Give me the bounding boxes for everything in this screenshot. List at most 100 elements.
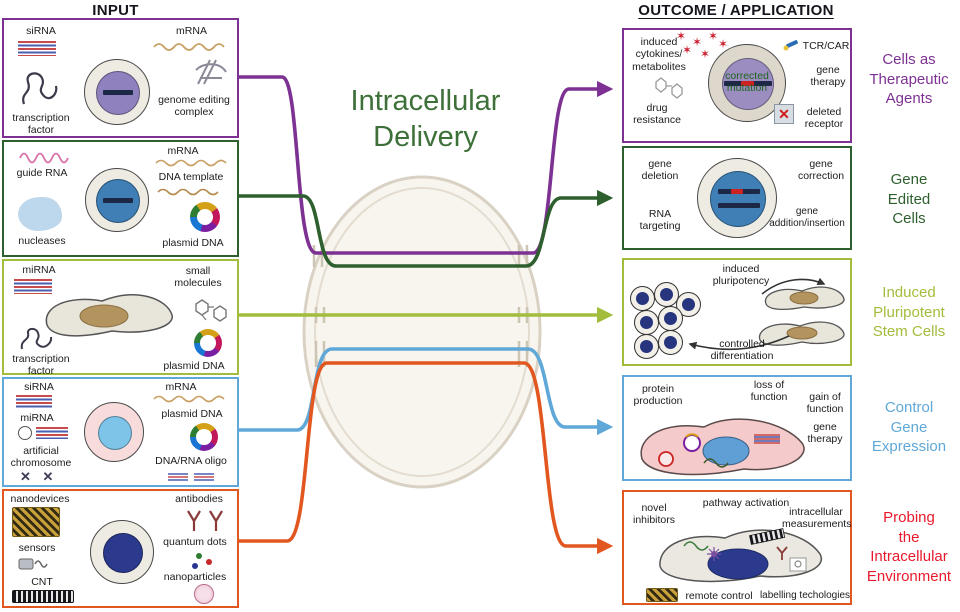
fibroblast-cell-icon <box>45 294 173 337</box>
arrow-gene-expression <box>239 347 614 436</box>
cytokine-star-icon: ✶ <box>692 35 703 49</box>
label-sensors: sensors <box>18 542 56 554</box>
side-label-induced-pluripotent-stem-cells: Induced Pluripotent Stem Cells <box>872 284 946 340</box>
cytokine-star-icon: ✶ <box>700 47 711 61</box>
label-artificial-chromosome: artificial chromosome <box>10 445 72 470</box>
cell-icon <box>84 59 150 125</box>
label-plasmid-dna: plasmid DNA <box>163 360 225 372</box>
side-label-control-gene-expression: Control Gene Expression <box>871 399 947 455</box>
label-corrected-mutation: corrected mutation <box>725 70 769 95</box>
label-nanodevices: nanodevices <box>10 493 70 505</box>
label-protein-production: protein production <box>633 383 683 408</box>
plasmid-dna-icon <box>194 329 222 357</box>
label-guide-rna: guide RNA <box>16 167 68 179</box>
tcr-car-icon <box>783 39 798 51</box>
input-box-gene-expression: siRNA miRNA artificial chromosome ✕ ✕ mR… <box>2 377 239 487</box>
label-gene-therapy: gene therapy <box>810 64 846 89</box>
dna-template-icon <box>157 188 219 196</box>
arrow-gene-edited <box>239 189 614 268</box>
label-antibodies: antibodies <box>175 493 223 505</box>
label-gene-correction: gene correction <box>797 158 845 183</box>
chromosome-band-icon <box>718 203 760 208</box>
label-novel-inhibitors: novel inhibitors <box>632 502 676 527</box>
label-gene-deletion: gene deletion <box>641 158 679 183</box>
cytokine-star-icon: ✶ <box>676 29 687 43</box>
cell-icon <box>84 402 144 462</box>
cnt-icon <box>12 590 74 603</box>
label-cnt: CNT <box>31 576 53 588</box>
input-box-gene-edited-cells: guide RNA nucleases mRNA DNA template pl… <box>2 140 239 257</box>
label-controlled-differentiation: controlled differentiation <box>710 338 774 363</box>
side-label-gene-edited-cells: Gene Edited Cells <box>887 171 931 227</box>
corrected-segment-icon <box>741 81 754 86</box>
pluripotency-cycle-arrows <box>688 277 826 350</box>
outcome-box-ipsc: induced pluripotency controlled differen… <box>622 258 852 366</box>
sirna-icon <box>16 395 52 408</box>
nanoparticle-icon <box>194 584 214 604</box>
mrna-icon <box>155 159 227 167</box>
label-transcription-factor: transcription factor <box>12 353 70 378</box>
label-induced-pluripotency: induced pluripotency <box>712 263 770 288</box>
label-plasmid-dna: plasmid DNA <box>161 408 223 420</box>
probed-cell-icon <box>659 528 823 583</box>
drug-molecule-icon <box>655 77 683 99</box>
input-header: INPUT <box>92 2 139 19</box>
mrna-icon <box>153 395 225 403</box>
sirna-icon <box>18 41 56 56</box>
label-mirna: miRNA <box>20 412 54 424</box>
label-mrna: mRNA <box>167 145 199 157</box>
label-mrna: mRNA <box>165 381 197 393</box>
remote-device-icon <box>646 588 678 602</box>
input-box-cells-as-therapeutic-agents: siRNA transcription factor mRNA genome e… <box>2 18 239 138</box>
quantum-dot-icon <box>192 563 198 569</box>
label-labelling-technologies: labelling techologies <box>759 590 851 601</box>
label-nucleases: nucleases <box>18 235 66 247</box>
outcome-header: OUTCOME / APPLICATION <box>638 2 834 19</box>
transcription-factor-icon <box>22 72 58 105</box>
mrna-icon <box>153 43 225 51</box>
cell-icon <box>90 520 154 584</box>
label-rna-targeting: RNA targeting <box>639 208 681 233</box>
cell-icon <box>697 158 777 238</box>
plasmid-dna-icon <box>190 202 220 232</box>
label-deleted-receptor: deleted receptor <box>804 106 844 131</box>
label-induced-cytokines: induced cytokines/ metabolites <box>632 36 686 73</box>
mirna-icon <box>14 279 52 294</box>
side-label-cells-as-therapeutic-agents: Cells as Therapeutic Agents <box>869 51 949 107</box>
label-intracellular-measurements: intracellular measurements <box>782 506 852 531</box>
label-gene-therapy: gene therapy <box>807 421 843 446</box>
expressing-cell-icon <box>640 418 805 476</box>
stem-cell-icon <box>658 330 683 355</box>
cytokine-star-icon: ✶ <box>708 29 719 43</box>
cytokine-star-icon: ✶ <box>682 43 693 57</box>
stem-cell-icon <box>654 282 679 307</box>
antibodies-icon <box>187 510 223 531</box>
label-drug-resistance: drug resistance <box>633 102 681 127</box>
guide-rna-icon <box>19 152 69 164</box>
label-quantum-dots: quantum dots <box>163 536 227 548</box>
quantum-dot-icon <box>206 559 212 565</box>
label-remote-control: remote control <box>685 590 753 602</box>
membrane-channel-ticks <box>312 245 529 367</box>
label-sirna: siRNA <box>24 381 54 393</box>
side-label-probing-intracellular-environment: Probing the Intracellular Environment <box>866 509 952 585</box>
arrow-probing <box>239 361 614 555</box>
input-box-probing: nanodevices sensors CNT antibodies quant… <box>2 489 239 608</box>
label-pathway-activation: pathway activation <box>702 497 790 509</box>
label-dna-template: DNA template <box>158 171 224 183</box>
outcome-box-gene-edited-cells: gene deletion gene correction RNA target… <box>622 146 852 250</box>
edited-segment-icon <box>731 189 743 194</box>
outcome-box-probing: novel inhibitors pathway activation intr… <box>622 490 852 605</box>
input-box-ipsc: miRNA transcription factor small molecul… <box>2 259 239 378</box>
transcription-factor-icon <box>20 327 53 350</box>
label-small-molecules: small molecules <box>174 265 222 290</box>
nucleases-icon <box>18 197 62 231</box>
oligo-icon <box>168 473 214 481</box>
center-title: Intracellular Delivery <box>350 85 501 153</box>
label-transcription-factor: transcription factor <box>12 112 70 137</box>
label-tcr-car: TCR/CAR <box>802 40 850 52</box>
label-mirna: miRNA <box>22 264 56 276</box>
label-nanoparticles: nanoparticles <box>163 571 227 583</box>
plasmid-dna-icon <box>190 423 218 451</box>
